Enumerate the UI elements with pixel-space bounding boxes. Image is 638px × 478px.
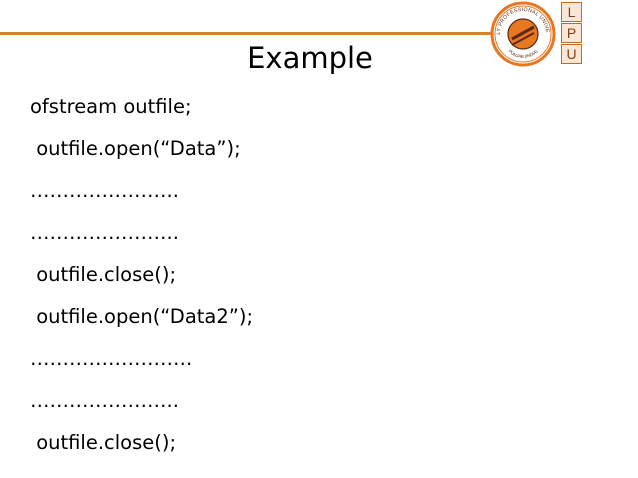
logo-letter-l: L [561, 2, 582, 22]
code-line-ellipsis: ………………….. [30, 221, 179, 244]
code-line-declare: ofstream outfile; [30, 95, 192, 118]
lpu-letter-logo: L P U [561, 2, 582, 65]
code-line-close: outfile.close(); [30, 431, 177, 454]
code-line-ellipsis: ………………….. [30, 389, 179, 412]
header-rule [0, 32, 492, 35]
code-line-ellipsis: ……………………. [30, 347, 193, 370]
code-example: ofstream outfile; outfile.open(“Data”); … [30, 88, 253, 466]
slide-title: Example [247, 41, 373, 75]
code-line-open-data: outfile.open(“Data”); [30, 137, 241, 160]
code-line-open-data2: outfile.open(“Data2”); [30, 305, 254, 328]
code-line-ellipsis: ………………….. [30, 179, 179, 202]
logo-letter-u: U [561, 44, 582, 64]
university-seal-logo: LOVELY PROFESSIONAL UNIVERSITY PUNJAB (I… [490, 1, 556, 67]
logo-letter-p: P [561, 23, 582, 43]
code-line-close: outfile.close(); [30, 263, 177, 286]
